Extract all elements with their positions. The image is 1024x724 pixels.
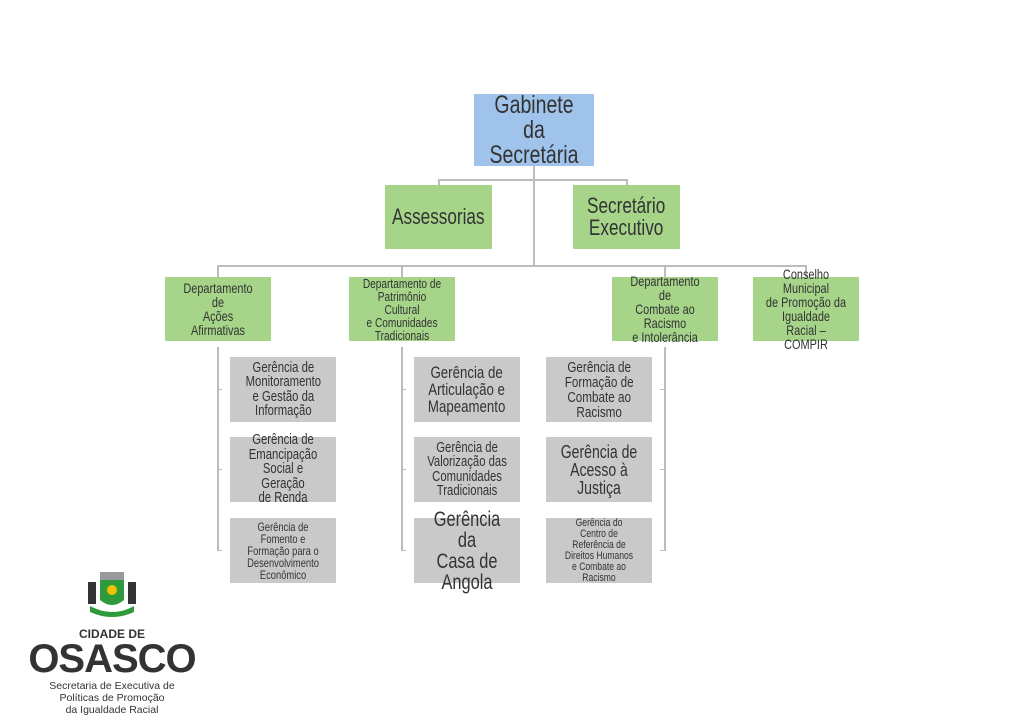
department-label: Departamento de Patrimônio Cultural e Co… — [362, 275, 442, 343]
connector — [626, 179, 628, 185]
connector — [438, 179, 440, 185]
connector — [660, 469, 665, 470]
unit-box: Gerência de Emancipação Social e Geração… — [230, 433, 336, 505]
department-label: Departamento de Ações Afirmativas — [183, 280, 253, 338]
connector — [805, 265, 807, 277]
unit-box: Gerência de Fomento e Formação para o De… — [230, 518, 336, 583]
connector — [401, 469, 406, 470]
city-prefix: CIDADE DE — [78, 627, 145, 641]
connector — [217, 469, 222, 470]
unit-box: Gerência de Valorização das Comunidades … — [414, 437, 520, 502]
unit-label: Gerência de Formação de Combate ao Racis… — [564, 358, 634, 421]
connector — [438, 179, 628, 181]
unit-label: Gerência de Articulação e Mapeamento — [428, 363, 506, 416]
gabinete-label: Gabinete da Secretária — [489, 90, 579, 169]
department-label: Departamento de Combate ao Racismo e Int… — [630, 273, 700, 345]
connector — [401, 389, 406, 390]
unit-label: Gerência de Valorização das Comunidades … — [427, 439, 507, 499]
unit-label: Gerência de Acesso à Justiça — [560, 441, 638, 498]
connector — [401, 550, 406, 551]
connector — [660, 550, 665, 551]
connector — [533, 165, 535, 266]
unit-label: Gerência da Casa de Angola — [433, 507, 501, 594]
connector — [217, 265, 807, 267]
assessorias-box: Assessorias — [385, 185, 492, 249]
secretariat-name: Secretaria de Executiva de Políticas de … — [49, 680, 175, 716]
unit-label: Gerência de Emancipação Social e Geração… — [248, 432, 318, 507]
coat-of-arms-icon — [88, 572, 136, 617]
unit-box: Gerência de Articulação e Mapeamento — [414, 357, 520, 422]
gabinete-box: Gabinete da Secretária — [474, 90, 594, 169]
council-box: Conselho Municipal de Promoção da Iguald… — [753, 267, 859, 351]
connector — [401, 265, 403, 277]
connector — [217, 389, 222, 390]
connector — [664, 347, 666, 551]
unit-box: Gerência de Monitoramento e Gestão da In… — [230, 357, 336, 422]
secretario-executivo-label: Secretário Executivo — [587, 193, 666, 240]
unit-box: Gerência do Centro de Referência de Dire… — [546, 516, 652, 584]
osasco-logo: CIDADE DE OSASCO Secretaria de Executiva… — [22, 570, 202, 716]
unit-box: Gerência de Acesso à Justiça — [546, 437, 652, 502]
unit-label: Gerência de Monitoramento e Gestão da In… — [245, 359, 321, 419]
city-name: OSASCO — [28, 637, 196, 681]
connector — [664, 265, 666, 277]
department-box: Departamento de Patrimônio Cultural e Co… — [349, 275, 455, 343]
connector — [401, 347, 403, 551]
department-box: Departamento de Ações Afirmativas — [165, 277, 271, 341]
department-box: Departamento de Combate ao Racismo e Int… — [612, 273, 718, 345]
unit-label: Gerência do Centro de Referência de Dire… — [564, 516, 634, 584]
assessorias-label: Assessorias — [392, 204, 485, 229]
unit-box: Gerência de Formação de Combate ao Racis… — [546, 357, 652, 422]
connector — [217, 265, 219, 277]
connector — [660, 389, 665, 390]
connector — [217, 347, 219, 551]
council-label: Conselho Municipal de Promoção da Iguald… — [765, 266, 847, 352]
connector — [217, 550, 222, 551]
unit-label: Gerência de Fomento e Formação para o De… — [247, 519, 319, 582]
unit-box: Gerência da Casa de Angola — [414, 509, 520, 593]
secretario-executivo-box: Secretário Executivo — [573, 185, 680, 249]
